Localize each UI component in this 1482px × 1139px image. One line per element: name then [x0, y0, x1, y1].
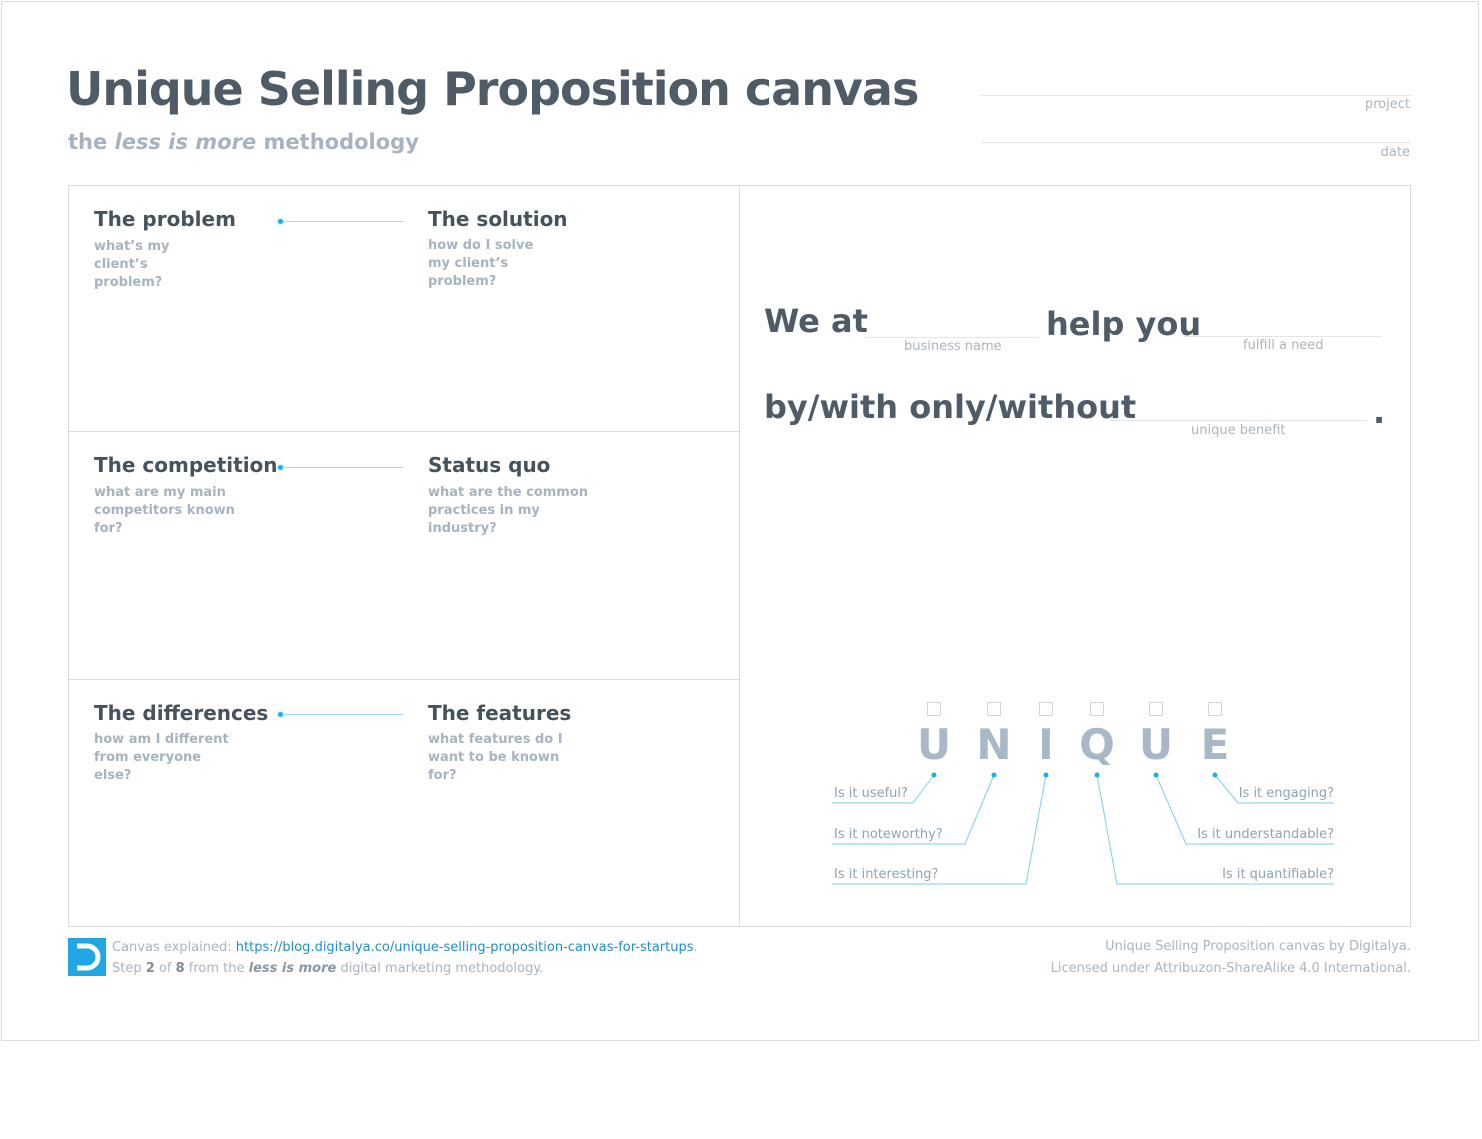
- subtitle-post: methodology: [256, 130, 419, 154]
- footer-license: Licensed under Attribuzon-ShareAlike 4.0…: [1050, 961, 1411, 976]
- letter-u: U: [916, 720, 952, 769]
- useful-leader: [832, 774, 935, 804]
- problem-heading: The problem: [94, 207, 236, 231]
- connector-line: [283, 467, 403, 468]
- statement-we-at: We at: [764, 302, 868, 340]
- benefit-blank[interactable]: [1109, 420, 1367, 421]
- subtitle-pre: the: [68, 130, 115, 154]
- letter-u2: U: [1138, 720, 1174, 769]
- project-field-line[interactable]: [981, 95, 1411, 96]
- need-blank[interactable]: [1185, 336, 1382, 337]
- page-subtitle: the less is more methodology: [68, 130, 419, 154]
- useful-dot: [931, 772, 937, 778]
- noteworthy-leader: [832, 774, 995, 845]
- footer-credit: Unique Selling Proposition canvas by Dig…: [1105, 939, 1411, 954]
- footer-explained: Canvas explained: https://blog.digitalya…: [112, 940, 698, 955]
- competition-question: what are my main competitors known for?: [94, 485, 235, 536]
- understandable-leader: [1155, 774, 1334, 845]
- canvas-explained-link[interactable]: https://blog.digitalya.co/unique-selling…: [235, 940, 694, 955]
- criterion-quantifiable: Is it quantifiable?: [1222, 867, 1334, 882]
- features-heading: The features: [428, 701, 572, 725]
- features-question: what features do I want to be known for?: [428, 732, 563, 783]
- differences-heading: The differences: [94, 701, 269, 725]
- status-quo-heading: Status quo: [428, 453, 551, 477]
- letter-q: Q: [1079, 720, 1115, 769]
- step-of: of: [154, 961, 176, 976]
- business-name-label: business name: [904, 339, 1002, 354]
- engaging-dot: [1212, 772, 1218, 778]
- date-label: date: [1380, 145, 1410, 160]
- vertical-divider: [739, 185, 740, 927]
- solution-question: how do I solve my client’s problem?: [428, 238, 534, 289]
- step-number: 2: [145, 961, 155, 976]
- letter-n: N: [976, 720, 1012, 769]
- interesting-leader: [832, 774, 1047, 885]
- step-post: digital marketing methodology.: [336, 961, 544, 976]
- project-label: project: [1364, 97, 1410, 112]
- step-total: 8: [175, 961, 185, 976]
- quantifiable-dot: [1094, 772, 1100, 778]
- connector-line: [283, 714, 403, 715]
- explained-label: Canvas explained:: [112, 940, 236, 955]
- page-title: Unique Selling Proposition canvas: [66, 62, 919, 116]
- connector-dot: [278, 712, 283, 717]
- subtitle-emphasis: less is more: [114, 130, 257, 154]
- footer-step: Step 2 of 8 from the less is more digita…: [112, 961, 543, 976]
- step-emphasis: less is more: [248, 961, 337, 976]
- date-field-line[interactable]: [981, 142, 1411, 143]
- criterion-noteworthy: Is it noteworthy?: [834, 827, 943, 842]
- understandable-checkbox[interactable]: [1149, 702, 1163, 716]
- connector-dot: [278, 465, 283, 470]
- understandable-dot: [1153, 772, 1159, 778]
- criterion-interesting: Is it interesting?: [834, 867, 939, 882]
- differences-question: how am I different from everyone else?: [94, 732, 229, 783]
- statement-period: .: [1373, 393, 1386, 431]
- digitalya-logo-icon: [68, 938, 106, 976]
- solution-heading: The solution: [428, 207, 568, 231]
- noteworthy-dot: [991, 772, 997, 778]
- problem-question: what’s my client’s problem?: [94, 239, 170, 290]
- statement-by-with: by/with only/without: [764, 388, 1137, 426]
- useful-checkbox[interactable]: [927, 702, 941, 716]
- interesting-checkbox[interactable]: [1039, 702, 1053, 716]
- step-pre: Step: [112, 961, 146, 976]
- quantifiable-checkbox[interactable]: [1090, 702, 1104, 716]
- row-divider-1: [68, 431, 739, 432]
- benefit-label: unique benefit: [1191, 423, 1286, 438]
- noteworthy-checkbox[interactable]: [987, 702, 1001, 716]
- interesting-dot: [1043, 772, 1049, 778]
- connector-line: [283, 221, 403, 222]
- letter-e: E: [1200, 720, 1230, 769]
- business-name-blank[interactable]: [865, 337, 1039, 338]
- need-label: fulfill a need: [1243, 338, 1324, 353]
- statement-help-you: help you: [1046, 305, 1202, 343]
- quantifiable-leader: [1096, 774, 1334, 885]
- url-suffix: .: [693, 940, 698, 955]
- engaging-leader: [1214, 774, 1334, 804]
- engaging-checkbox[interactable]: [1208, 702, 1222, 716]
- competition-heading: The competition: [94, 453, 278, 477]
- status-quo-question: what are the common practices in my indu…: [428, 485, 589, 536]
- criterion-useful: Is it useful?: [834, 786, 908, 801]
- canvas-sheet: [1, 1, 1479, 1041]
- letter-i: I: [1038, 720, 1054, 769]
- criterion-understandable: Is it understandable?: [1197, 827, 1334, 842]
- criterion-engaging: Is it engaging?: [1238, 786, 1334, 801]
- connector-dot: [278, 219, 283, 224]
- step-from: from the: [184, 961, 249, 976]
- row-divider-2: [68, 679, 739, 680]
